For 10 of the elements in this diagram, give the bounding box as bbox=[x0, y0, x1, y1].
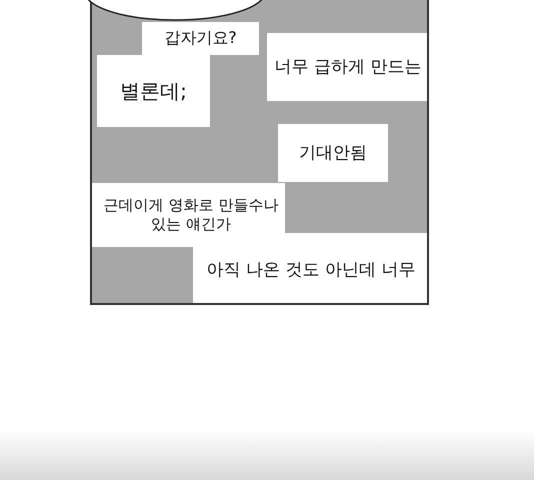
comment-box bbox=[142, 22, 259, 55]
comment-text: 아직 나온 것도 아닌데 너무 bbox=[206, 258, 416, 282]
comment-text: 기대안됨 bbox=[299, 142, 367, 164]
comment-box bbox=[267, 33, 427, 101]
comment-text: 별론데; bbox=[120, 78, 187, 104]
comment-text: 너무 급하게 만드는 bbox=[274, 56, 422, 78]
comment-box bbox=[278, 124, 388, 182]
comment-text: 근데이게 영화로 만들수나 있는 얘긴가 bbox=[102, 196, 280, 234]
comment-box bbox=[97, 55, 210, 127]
comment-text: 갑자기요? bbox=[164, 28, 237, 49]
